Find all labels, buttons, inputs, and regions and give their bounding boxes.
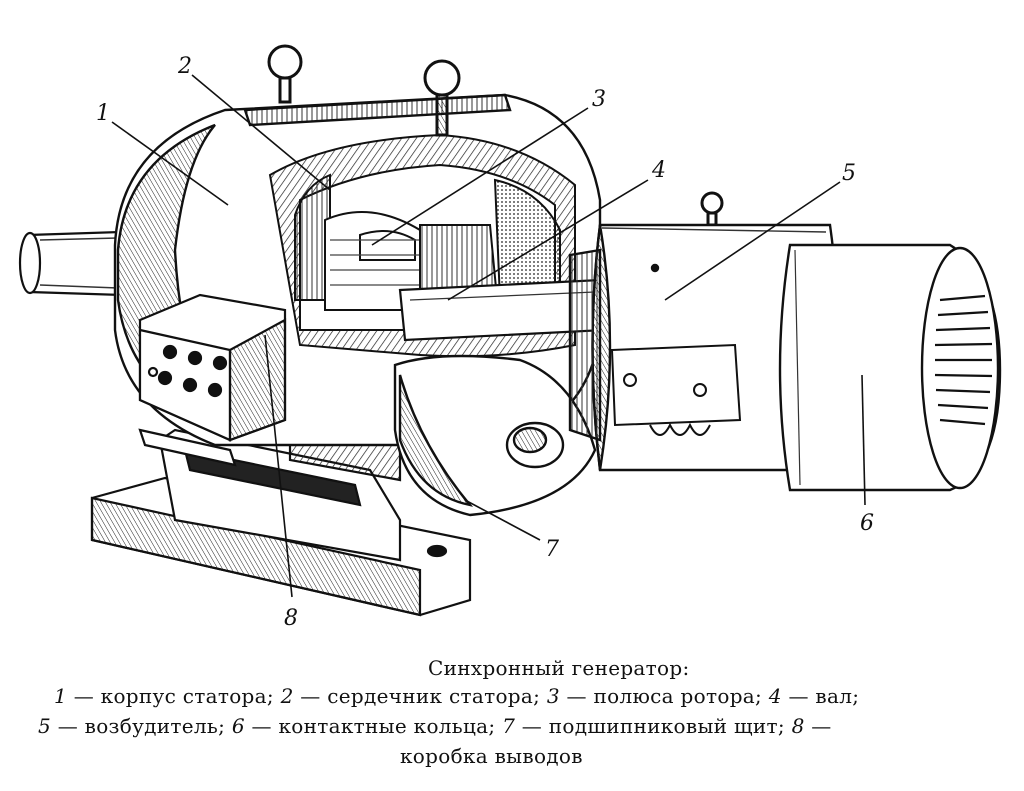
- caption-item-6-text: — контактные кольца;: [251, 714, 496, 738]
- caption-item-3-text: — полюса ротора;: [566, 684, 763, 708]
- callout-7: 7: [545, 537, 559, 562]
- caption-item-4-text: — вал;: [788, 684, 860, 708]
- caption-item-2-text: — сердечник статора;: [300, 684, 541, 708]
- caption-line-2: 5 — возбудитель; 6 — контактные кольца; …: [38, 714, 832, 738]
- caption-line-3: коробка выводов: [400, 744, 583, 768]
- terminal-box: [138, 293, 287, 467]
- caption-item-6-num: 6: [231, 714, 245, 738]
- callout-5: 5: [842, 161, 856, 186]
- caption-item-8-text: —: [811, 714, 832, 738]
- caption-title: Синхронный генератор:: [428, 656, 690, 680]
- exciter-terminal-box: [610, 343, 742, 436]
- callout-labels: 1 2 3 4 5 6 7 8: [96, 54, 874, 631]
- caption-item-7-num: 7: [502, 714, 516, 738]
- caption-item-5-num: 5: [38, 714, 52, 738]
- caption-line-1: 1 — корпус статора; 2 — сердечник статор…: [54, 684, 859, 708]
- shaft-end: [18, 230, 124, 297]
- leader-lines: [111, 74, 866, 598]
- caption-item-4-num: 4: [768, 684, 782, 708]
- callout-2: 2: [177, 54, 192, 79]
- caption-item-1-num: 1: [54, 684, 68, 708]
- callout-8: 8: [284, 606, 298, 631]
- callout-1: 1: [96, 101, 110, 126]
- caption-item-5-text: — возбудитель;: [57, 714, 226, 738]
- caption-item-2-num: 2: [280, 684, 294, 708]
- generator-cutaway-illustration: 1 2 3 4 5 6 7 8: [18, 44, 1002, 631]
- caption-item-3-num: 3: [546, 684, 560, 708]
- callout-6: 6: [860, 511, 874, 536]
- caption-item-8-num: 8: [791, 714, 805, 738]
- caption-item-7-text: — подшипниковый щит;: [521, 714, 785, 738]
- callout-4: 4: [651, 158, 666, 183]
- bearing-shield: [393, 354, 597, 517]
- callout-3: 3: [592, 87, 606, 112]
- caption-item-1-text: — корпус статора;: [73, 684, 274, 708]
- slip-rings-housing: [778, 243, 1002, 492]
